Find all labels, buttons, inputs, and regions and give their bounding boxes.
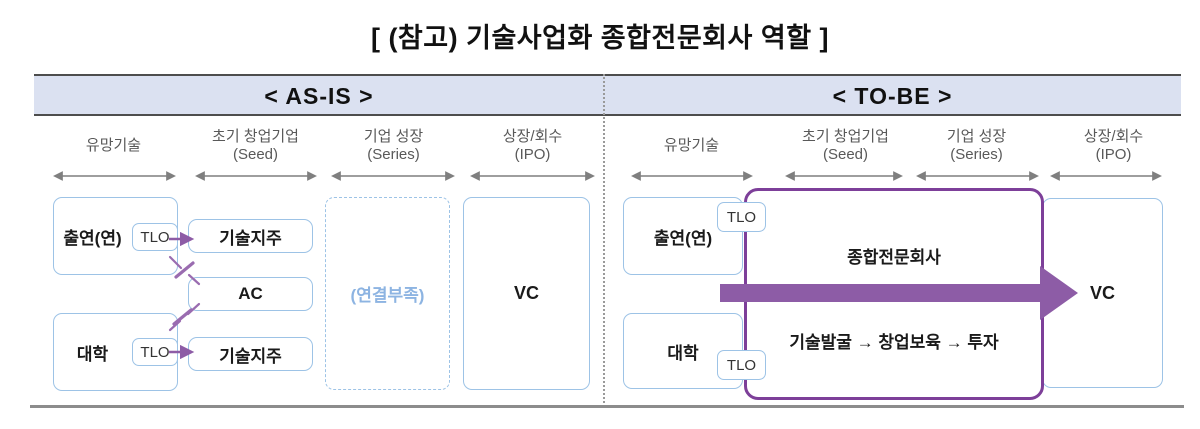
tobe-tlo-top-label: TLO <box>726 208 757 226</box>
tobe-col-seed: 초기 창업기업 (Seed) <box>783 124 908 168</box>
tobe-tlo-top-box: TLO <box>717 202 766 232</box>
asis-tlo-top-box: TLO <box>132 223 178 251</box>
col-label: 기업 성장 <box>946 128 1007 146</box>
asis-tech-holding-top-box: 기술지주 <box>188 219 313 253</box>
asis-col-series: 기업 성장 (Series) <box>331 124 456 168</box>
tobe-company-label: 종합전문회사 <box>847 248 941 267</box>
col-label: 초기 창업기업 <box>802 128 889 146</box>
tobe-col-ipo: 상장/회수 (IPO) <box>1050 124 1177 168</box>
asis-missing-link-box: (연결부족) <box>325 197 450 390</box>
col-sub: (Seed) <box>232 146 279 163</box>
col-sub: (Series) <box>367 146 420 163</box>
asis-missing-link-label: (연결부족) <box>350 286 425 305</box>
tobe-vc-box: VC <box>1042 198 1163 388</box>
asis-tech-holding-bottom-label: 기술지주 <box>219 346 282 366</box>
col-sub: (IPO) <box>1095 146 1132 163</box>
asis-col-seed: 초기 창업기업 (Seed) <box>193 124 318 168</box>
col-label: 상장/회수 <box>502 128 563 146</box>
as-is-panel-title: < AS-IS > <box>264 83 374 109</box>
tobe-col-promising-tech: 유망기술 <box>629 124 754 168</box>
asis-tlo-bottom-box: TLO <box>132 338 178 366</box>
asis-col-ipo: 상장/회수 (IPO) <box>469 124 596 168</box>
asis-accelerator-box: AC <box>188 277 313 311</box>
tobe-process-label: 기술발굴 → 창업보육 → 투자 <box>789 333 999 352</box>
col-label: 유망기술 <box>663 137 720 155</box>
asis-tech-holding-top-label: 기술지주 <box>219 228 282 248</box>
asis-vc-label: VC <box>513 283 539 303</box>
asis-vc-box: VC <box>463 197 590 390</box>
panel-header-band <box>34 74 1181 116</box>
to-be-panel-title: < TO-BE > <box>832 83 953 109</box>
col-sub: (IPO) <box>514 146 551 163</box>
tobe-company-box <box>744 188 1044 400</box>
col-label: 유망기술 <box>85 137 142 155</box>
panel-divider <box>603 74 605 407</box>
asis-university-label: 대학 <box>76 344 109 364</box>
col-label: 초기 창업기업 <box>212 128 299 146</box>
col-sub: (Seed) <box>822 146 869 163</box>
tobe-tlo-bottom-label: TLO <box>726 356 757 374</box>
col-sub: (Series) <box>950 146 1003 163</box>
col-label: 기업 성장 <box>363 128 424 146</box>
asis-col-promising-tech: 유망기술 <box>51 124 176 168</box>
asis-tech-holding-bottom-box: 기술지주 <box>188 337 313 371</box>
tobe-research-institute-label: 출연(연) <box>653 228 713 248</box>
diagram-bottom-border <box>30 405 1184 408</box>
page-title: [ (참고) 기술사업화 종합전문회사 역할 ] <box>370 23 830 53</box>
asis-tlo-bottom-label: TLO <box>140 343 170 361</box>
tobe-col-series: 기업 성장 (Series) <box>914 124 1039 168</box>
tobe-tlo-bottom-box: TLO <box>717 350 766 380</box>
asis-accelerator-label: AC <box>238 284 263 303</box>
asis-tlo-top-label: TLO <box>140 228 170 246</box>
tobe-vc-label: VC <box>1089 282 1115 303</box>
asis-research-institute-label: 출연(연) <box>63 228 122 248</box>
col-label: 상장/회수 <box>1083 128 1144 146</box>
tobe-university-label: 대학 <box>667 343 699 363</box>
